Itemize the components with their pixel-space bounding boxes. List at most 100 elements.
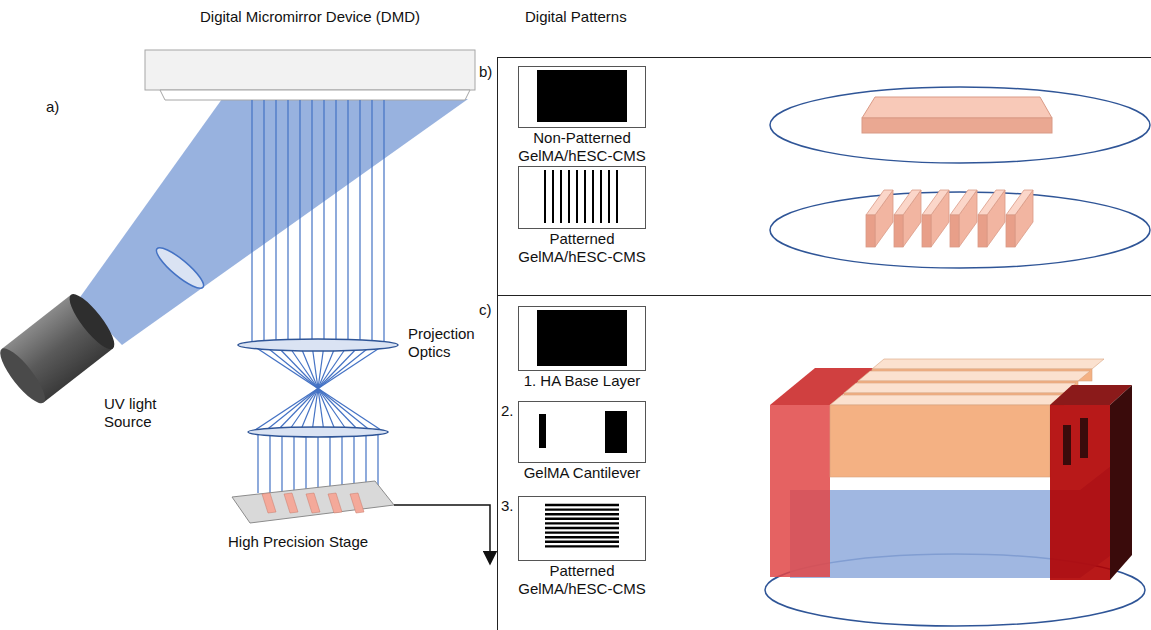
fin-top: [866, 190, 893, 215]
ray: [347, 100, 348, 345]
ray: [251, 100, 252, 345]
cantilever-side: [1110, 385, 1132, 580]
pattern-box: Non-Patterned GelMA/hESC-CMS: [518, 66, 646, 128]
fin-front: [950, 215, 959, 247]
part-label: UV light Source: [104, 395, 182, 431]
patterned-fins: [866, 190, 1033, 247]
ray: [323, 100, 324, 345]
mask-bar: [539, 414, 546, 448]
fin-front: [922, 215, 931, 247]
fin-front: [1006, 215, 1015, 247]
fin-front: [894, 215, 903, 247]
strip: [350, 493, 364, 513]
pattern-caption: Non-Patterned GelMA/hESC-CMS: [503, 129, 661, 165]
step-number: 2.: [501, 402, 517, 420]
mask-line: [545, 513, 619, 515]
part-label: Projection Optics: [408, 325, 490, 361]
ray: [383, 100, 384, 345]
ray: [275, 100, 276, 345]
ray: [335, 100, 336, 345]
panel-letter: b): [479, 63, 492, 81]
mask-line: [568, 170, 570, 223]
mask-line: [545, 518, 619, 520]
mask-lines: [545, 505, 619, 546]
pattern-caption: GelMA Cantilever: [503, 464, 661, 482]
pattern-box: 1. HA Base Layer: [518, 306, 646, 371]
mask-line: [545, 531, 619, 533]
ray: [257, 432, 258, 493]
slab-front: [862, 118, 1052, 133]
ray: [359, 100, 360, 345]
uv-source: [0, 289, 121, 409]
ray: [293, 432, 294, 493]
mask-line: [545, 541, 619, 543]
part-label: Digital Micromirror Device (DMD): [180, 8, 440, 26]
ray: [281, 432, 282, 493]
ray: [299, 100, 300, 345]
ray: [252, 345, 384, 432]
beam-top: [872, 359, 1104, 369]
pattern-box: Patterned GelMA/hESC-CMS: [518, 496, 646, 561]
uv-beam: [78, 99, 468, 345]
part-label: High Precision Stage: [228, 533, 428, 551]
section-heading: Digital Patterns: [525, 8, 725, 26]
ray: [317, 432, 318, 493]
mask-line: [584, 170, 586, 223]
cantilever-post: [770, 405, 830, 577]
mask-square: [537, 310, 627, 366]
ray: [311, 100, 312, 345]
panel: b)Non-Patterned GelMA/hESC-CMSPatterned …: [497, 57, 1151, 295]
panel-letter: a): [46, 98, 76, 116]
mask-lines: [545, 170, 617, 223]
pattern-caption: Patterned GelMA/hESC-CMS: [503, 230, 661, 266]
dish: [770, 87, 1150, 163]
stage-motion-arrow: [394, 505, 490, 558]
ray: [252, 345, 384, 432]
strip: [306, 493, 320, 513]
projection-lens: [248, 427, 388, 437]
strip: [262, 493, 276, 513]
ray: [371, 100, 372, 345]
ray: [305, 432, 306, 493]
printed-strips: [262, 493, 364, 513]
mask-bar: [605, 411, 627, 453]
beam-top: [858, 371, 1090, 381]
fin-front: [978, 215, 987, 247]
fin-top: [894, 190, 921, 215]
mask-line: [545, 504, 619, 506]
ray: [263, 100, 264, 345]
ray: [329, 432, 330, 493]
beam-slot: [1080, 418, 1088, 458]
panel: c)1. HA Base LayerGelMA CantileverPatter…: [497, 295, 1151, 630]
mask-line: [545, 545, 619, 547]
strip: [328, 493, 342, 513]
mask-line: [545, 527, 619, 529]
beam-front: [830, 405, 1050, 477]
mask-line: [592, 170, 594, 223]
strip: [284, 493, 298, 513]
cantilever-post: [1050, 405, 1110, 580]
fin-top: [1006, 190, 1033, 215]
pattern-box: GelMA Cantilever: [518, 401, 646, 463]
beam-slot: [1063, 425, 1071, 465]
mask-line: [545, 522, 619, 524]
pattern-box: Patterned GelMA/hESC-CMS: [518, 166, 646, 229]
mask-line: [545, 536, 619, 538]
pattern-caption: Patterned GelMA/hESC-CMS: [503, 562, 661, 598]
beam-top: [830, 395, 1062, 405]
condenser-lens: [152, 243, 208, 294]
mask-line: [560, 170, 562, 223]
fin-top: [922, 190, 949, 215]
mask-square: [537, 70, 627, 122]
mask-line: [600, 170, 602, 223]
ray: [287, 100, 288, 345]
fin-front: [866, 215, 875, 247]
panel-letter: c): [479, 301, 492, 319]
slab-top: [862, 97, 1052, 118]
mirror-array: [160, 90, 470, 100]
stage: [232, 481, 394, 523]
projection-lens: [238, 339, 398, 351]
mask-line: [545, 508, 619, 510]
mask-line: [616, 170, 618, 223]
